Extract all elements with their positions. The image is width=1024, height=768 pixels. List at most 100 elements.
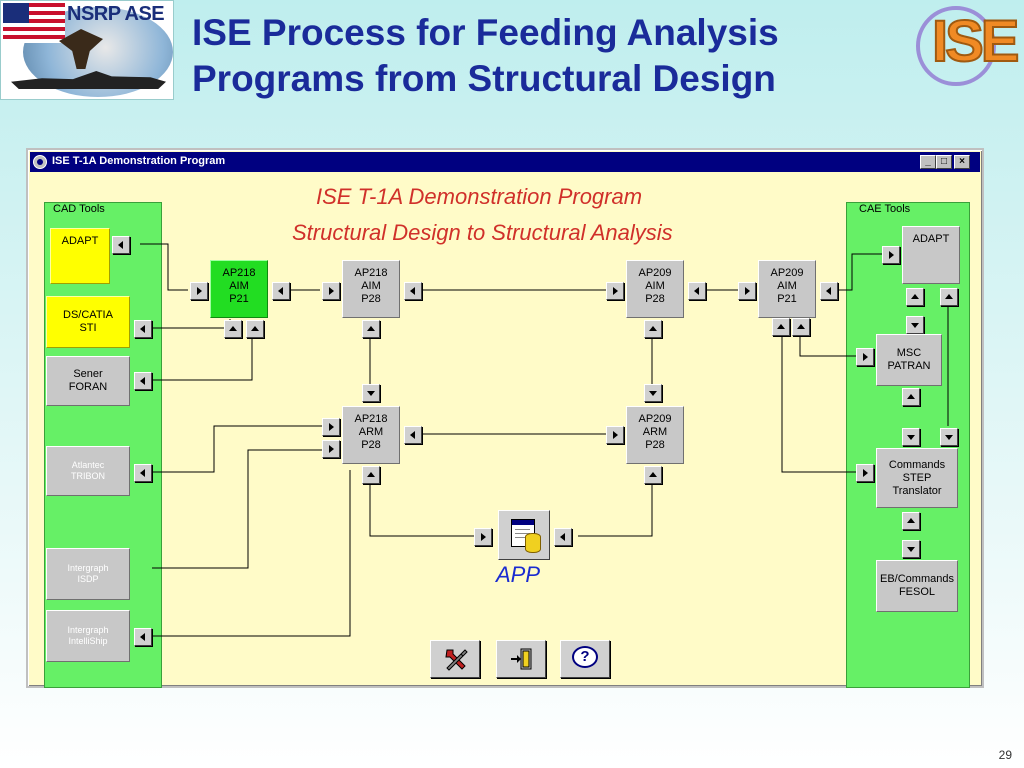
cae-adapt-tool[interactable]: ADAPT	[902, 226, 960, 284]
ap209-aim-p28-arrow-up[interactable]	[644, 320, 662, 338]
help-button[interactable]: ?	[560, 640, 610, 678]
ap218-p21-arrow-up-2[interactable]	[246, 320, 264, 338]
ap209-arm-p28-arrow-up[interactable]	[644, 466, 662, 484]
ap209-aim-p21-arrow-left[interactable]	[820, 282, 838, 300]
ap218-aim-p28-arrow-right[interactable]	[322, 282, 340, 300]
ap209-aim-p21-arrow-right[interactable]	[738, 282, 756, 300]
ap218-aim-p28-label-3: P28	[361, 293, 381, 305]
app-database-icon[interactable]	[498, 510, 550, 560]
cae-fesol-label-1: EB/Commands	[880, 573, 954, 585]
cad-tools-label: CAD Tools	[53, 203, 105, 215]
cae-fesol-arrow-down[interactable]	[902, 540, 920, 558]
ap218-arm-p28-arrow-up[interactable]	[362, 466, 380, 484]
ap209-arm-p28-node[interactable]: AP209 ARM P28	[626, 406, 684, 464]
ap209-arm-p28-arrow-right[interactable]	[606, 426, 624, 444]
cad-atlantec-tool[interactable]: Atlantec TRIBON	[46, 446, 130, 496]
help-question-icon: ?	[572, 646, 598, 668]
cad-intellship-tool[interactable]: Intergraph IntelliShip	[46, 610, 130, 662]
ap209-aim-p28-node[interactable]: AP209 AIM P28	[626, 260, 684, 318]
ap218-arm-p28-arrow-right-2[interactable]	[322, 440, 340, 458]
window-app-icon[interactable]	[33, 155, 47, 169]
ap209-aim-p28-arrow-left[interactable]	[688, 282, 706, 300]
demo-program-window: ISE T-1A Demonstration Program _ □ × ISE…	[26, 148, 984, 688]
cad-adapt-tool[interactable]: ADAPT	[50, 228, 110, 284]
maximize-button[interactable]: □	[936, 155, 952, 169]
cae-patran-tool[interactable]: MSC PATRAN	[876, 334, 942, 386]
ap218-aim-p21-node[interactable]: AP218 AIM P21	[210, 260, 268, 318]
cad-atlantec-arrow-left[interactable]	[134, 464, 152, 482]
app-arrow-left[interactable]	[554, 528, 572, 546]
ap218-aim-p21-label-3: P21	[229, 293, 249, 305]
ap218-arm-p28-arrow-left[interactable]	[404, 426, 422, 444]
ap218-arm-p28-node[interactable]: AP218 ARM P28	[342, 406, 400, 464]
slide-title-line1: ISE Process for Feeding Analysis	[192, 12, 779, 53]
ise-logo: ISE	[912, 2, 1022, 92]
hammer-wrench-icon	[445, 649, 468, 671]
cae-adapt-label: ADAPT	[912, 233, 950, 245]
cae-step-tool[interactable]: Commands STEP Translator	[876, 448, 958, 508]
connector-lines	[140, 243, 949, 637]
ap218-p21-arrow-up-1[interactable]	[224, 320, 242, 338]
ap218-aim-p28-arrow-up[interactable]	[362, 320, 380, 338]
app-label: APP	[496, 562, 541, 587]
ap209-arm-p28-label-3: P28	[645, 439, 665, 451]
cad-dscatia-arrow-left[interactable]	[134, 320, 152, 338]
us-flag-icon	[3, 3, 65, 43]
cae-step-arrow-down-1[interactable]	[902, 428, 920, 446]
cad-dscatia-label-2: STI	[79, 322, 97, 334]
ap209-aim-p28-label-3: P28	[645, 293, 665, 305]
ap209-aim-p28-arrow-right[interactable]	[606, 282, 624, 300]
ap218-arm-p28-label-3: P28	[361, 439, 381, 451]
program-subheading: Structural Design to Structural Analysis	[292, 220, 673, 245]
cae-patran-label-2: PATRAN	[887, 360, 931, 372]
cad-isdp-tool[interactable]: Intergraph ISDP	[46, 548, 130, 600]
cae-patran-arrow-down-top[interactable]	[906, 316, 924, 334]
ap218-arm-p28-label-1: AP218	[354, 413, 388, 425]
ise-ring-icon	[916, 6, 996, 86]
exit-button[interactable]	[496, 640, 546, 678]
cad-atlantec-label-1: Atlantec	[71, 460, 105, 470]
ise-logo-text: ISE	[931, 8, 1020, 75]
ap218-p21-arrow-left[interactable]	[272, 282, 290, 300]
cad-isdp-label-2: ISDP	[77, 574, 99, 584]
cad-isdp-label-1: Intergraph	[67, 563, 109, 573]
cad-adapt-arrow-left[interactable]	[112, 236, 130, 254]
tools-button[interactable]	[430, 640, 480, 678]
cae-step-arrow-up[interactable]	[902, 512, 920, 530]
cae-fesol-tool[interactable]: EB/Commands FESOL	[876, 560, 958, 612]
cae-adapt-arrow-up-1[interactable]	[906, 288, 924, 306]
ap209-aim-p21-node[interactable]: AP209 AIM P21	[758, 260, 816, 318]
ap209-aim-p28-label-1: AP209	[638, 267, 672, 279]
ap218-arm-p28-arrow-down[interactable]	[362, 384, 380, 402]
ap209-arm-p28-label-2: ARM	[642, 426, 668, 438]
cae-step-arrow-right[interactable]	[856, 464, 874, 482]
cad-sener-arrow-left[interactable]	[134, 372, 152, 390]
nsrp-ase-logo: NSRP ASE	[0, 0, 174, 100]
app-arrow-right[interactable]	[474, 528, 492, 546]
page-number: 29	[998, 748, 1012, 762]
cae-step-label-3: Translator	[892, 484, 942, 497]
cae-adapt-arrow-right[interactable]	[882, 246, 900, 264]
cae-patran-arrow-up[interactable]	[902, 388, 920, 406]
cae-patran-arrow-right[interactable]	[856, 348, 874, 366]
ap218-aim-p28-node[interactable]: AP218 AIM P28	[342, 260, 400, 318]
nsrp-logo-text: NSRP ASE	[67, 3, 165, 25]
cad-sener-tool[interactable]: Sener FORAN	[46, 356, 130, 406]
cae-adapt-arrow-up-2[interactable]	[940, 288, 958, 306]
ap209-arm-p28-arrow-down[interactable]	[644, 384, 662, 402]
cae-tools-label: CAE Tools	[859, 203, 911, 215]
cae-step-arrow-down-2[interactable]	[940, 428, 958, 446]
window-titlebar[interactable]: ISE T-1A Demonstration Program _ □ ×	[30, 152, 980, 172]
slide-title: ISE Process for Feeding Analysis Program…	[192, 10, 912, 102]
ap218-arm-p28-arrow-right-1[interactable]	[322, 418, 340, 436]
cad-dscatia-tool[interactable]: DS/CATIA STI	[46, 296, 130, 348]
ap218-aim-p28-arrow-left[interactable]	[404, 282, 422, 300]
cad-intellship-arrow-left[interactable]	[134, 628, 152, 646]
close-button[interactable]: ×	[954, 155, 970, 169]
ap218-p21-arrow-right[interactable]	[190, 282, 208, 300]
ap209-aim-p21-arrow-up-2[interactable]	[792, 318, 810, 336]
cae-fesol-label-2: FESOL	[898, 586, 936, 598]
ap209-aim-p21-arrow-up-1[interactable]	[772, 318, 790, 336]
cad-dscatia-label-1: DS/CATIA	[63, 309, 113, 321]
minimize-button[interactable]: _	[920, 155, 936, 169]
